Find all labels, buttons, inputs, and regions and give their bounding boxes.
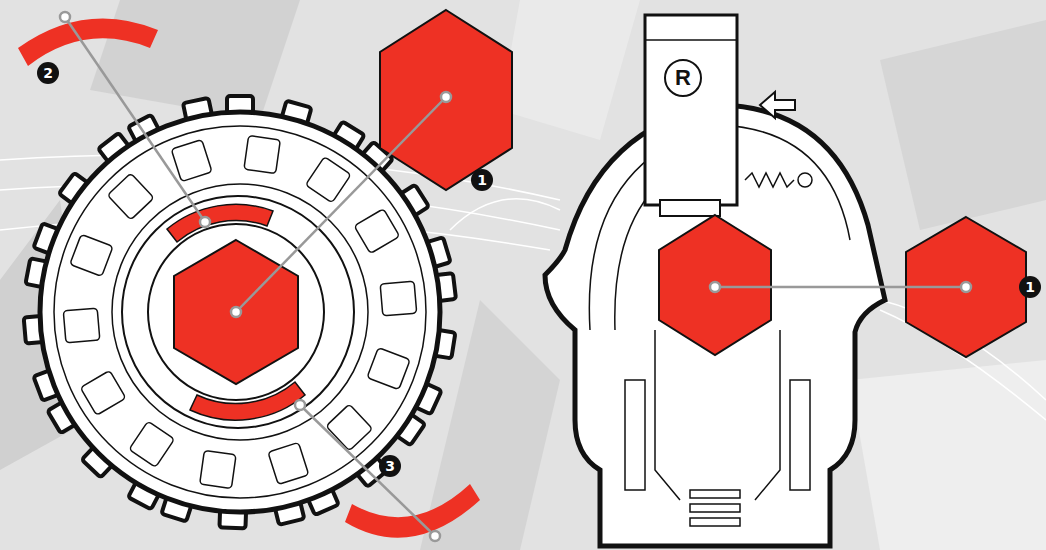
gear-teeth (24, 96, 456, 528)
callout-number: 1 (1019, 276, 1041, 298)
gear-slot (63, 308, 100, 343)
side-letter: R (664, 59, 702, 97)
gear-slot (107, 173, 154, 220)
gear-slot (367, 348, 410, 390)
callout-hexagon (380, 10, 512, 190)
callout-number: 2 (37, 62, 59, 84)
launcher-body (545, 15, 885, 546)
gear-slot (129, 421, 174, 467)
callout-number: 1 (471, 169, 493, 191)
leader-lines (60, 12, 971, 541)
red-arc-bottom (190, 382, 305, 420)
gear-slot (380, 281, 417, 316)
gear-slot (244, 135, 280, 173)
gear-slot (354, 209, 400, 254)
gear-slot (306, 157, 351, 203)
red-hexagon (659, 215, 771, 355)
red-arc-top (167, 204, 273, 242)
gear-slot (326, 404, 373, 451)
gear-slot (200, 450, 236, 488)
gear-slot (80, 370, 126, 415)
gear-slots (63, 135, 416, 488)
red-hexagon (174, 240, 298, 384)
callout-arc (18, 18, 158, 66)
gear-slot (70, 234, 113, 276)
gear-slot (268, 442, 309, 484)
callout-arc (345, 484, 480, 538)
gear-disk (40, 112, 440, 512)
gear-slot (171, 139, 212, 181)
callout-number: 3 (379, 455, 401, 477)
